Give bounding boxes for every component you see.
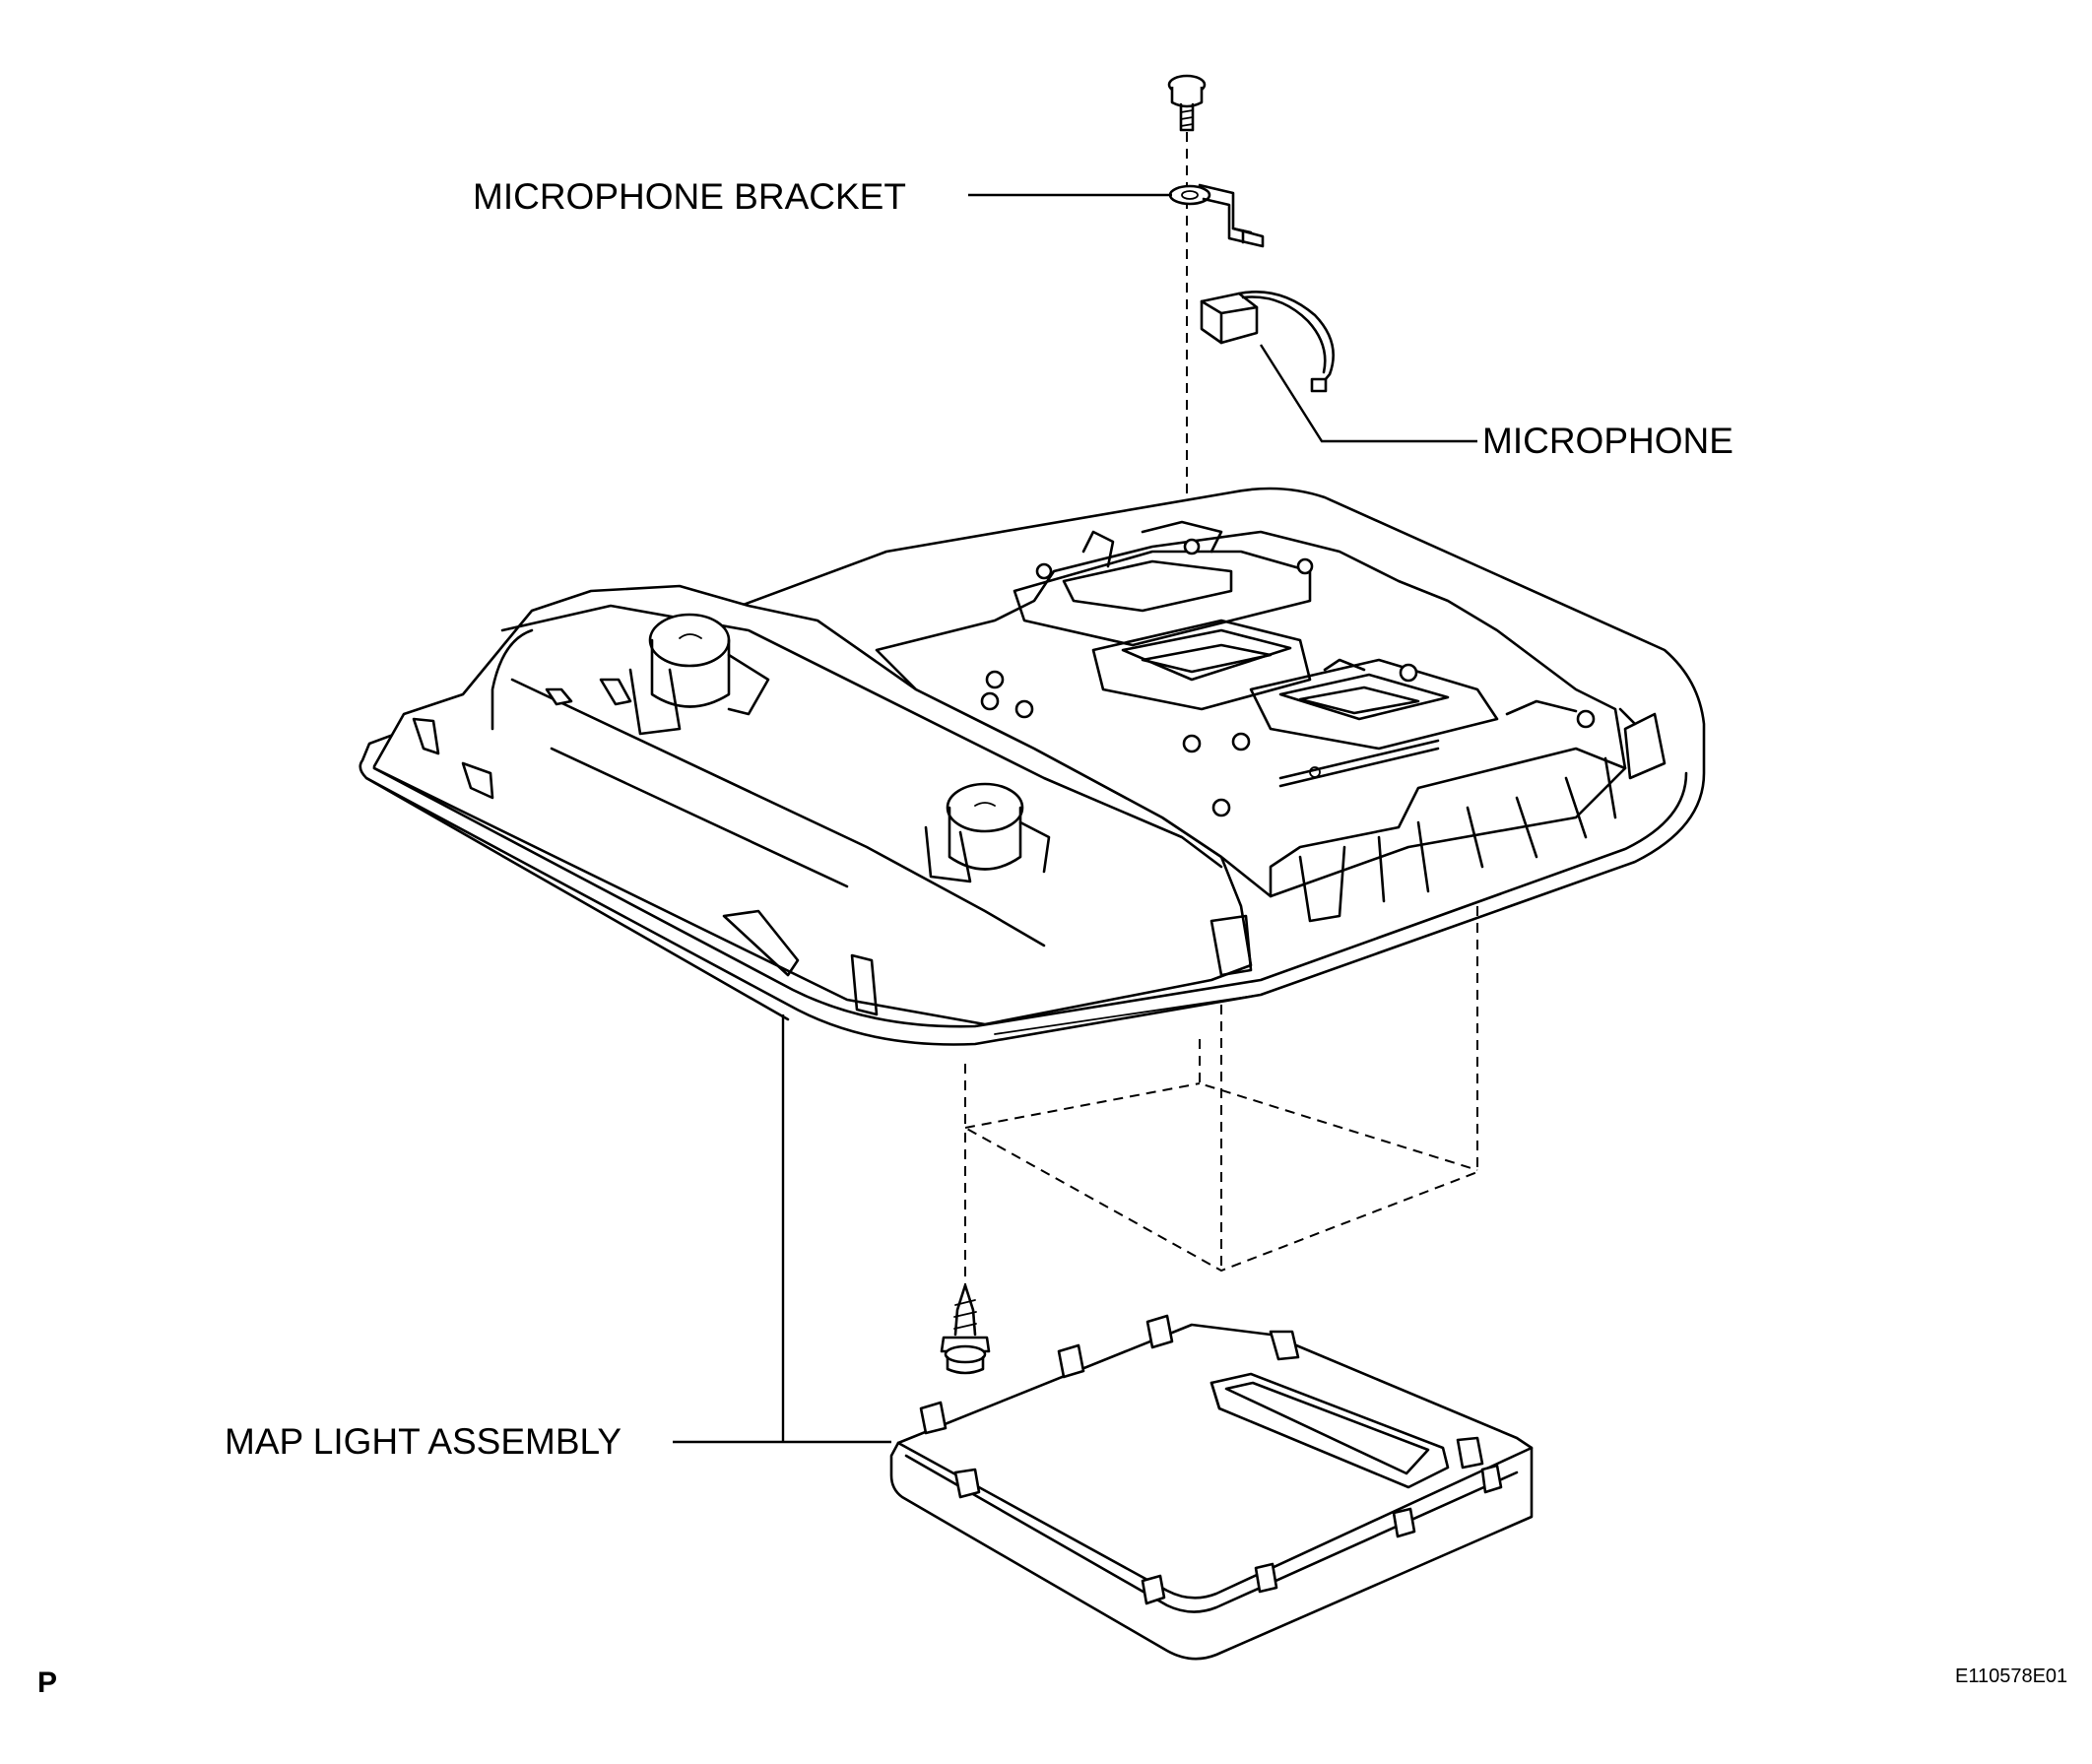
leader-map-light-assembly xyxy=(673,1014,891,1444)
microphone-bracket xyxy=(1168,183,1265,248)
label-map-light-assembly: MAP LIGHT ASSEMBLY xyxy=(225,1421,621,1462)
corner-mark: P xyxy=(37,1666,57,1699)
figure-code: E110578E01 xyxy=(1955,1666,2067,1687)
cover-screw xyxy=(940,1283,991,1375)
label-microphone-bracket: MICROPHONE BRACKET xyxy=(473,176,906,217)
map-light-housing xyxy=(359,487,1706,1046)
label-microphone: MICROPHONE xyxy=(1482,421,1733,461)
projection-lines xyxy=(964,906,1478,1285)
microphone xyxy=(1200,291,1335,393)
map-light-lens-cover xyxy=(889,1314,1534,1661)
leader-microphone xyxy=(1259,344,1477,443)
bracket-screw xyxy=(1167,74,1207,132)
